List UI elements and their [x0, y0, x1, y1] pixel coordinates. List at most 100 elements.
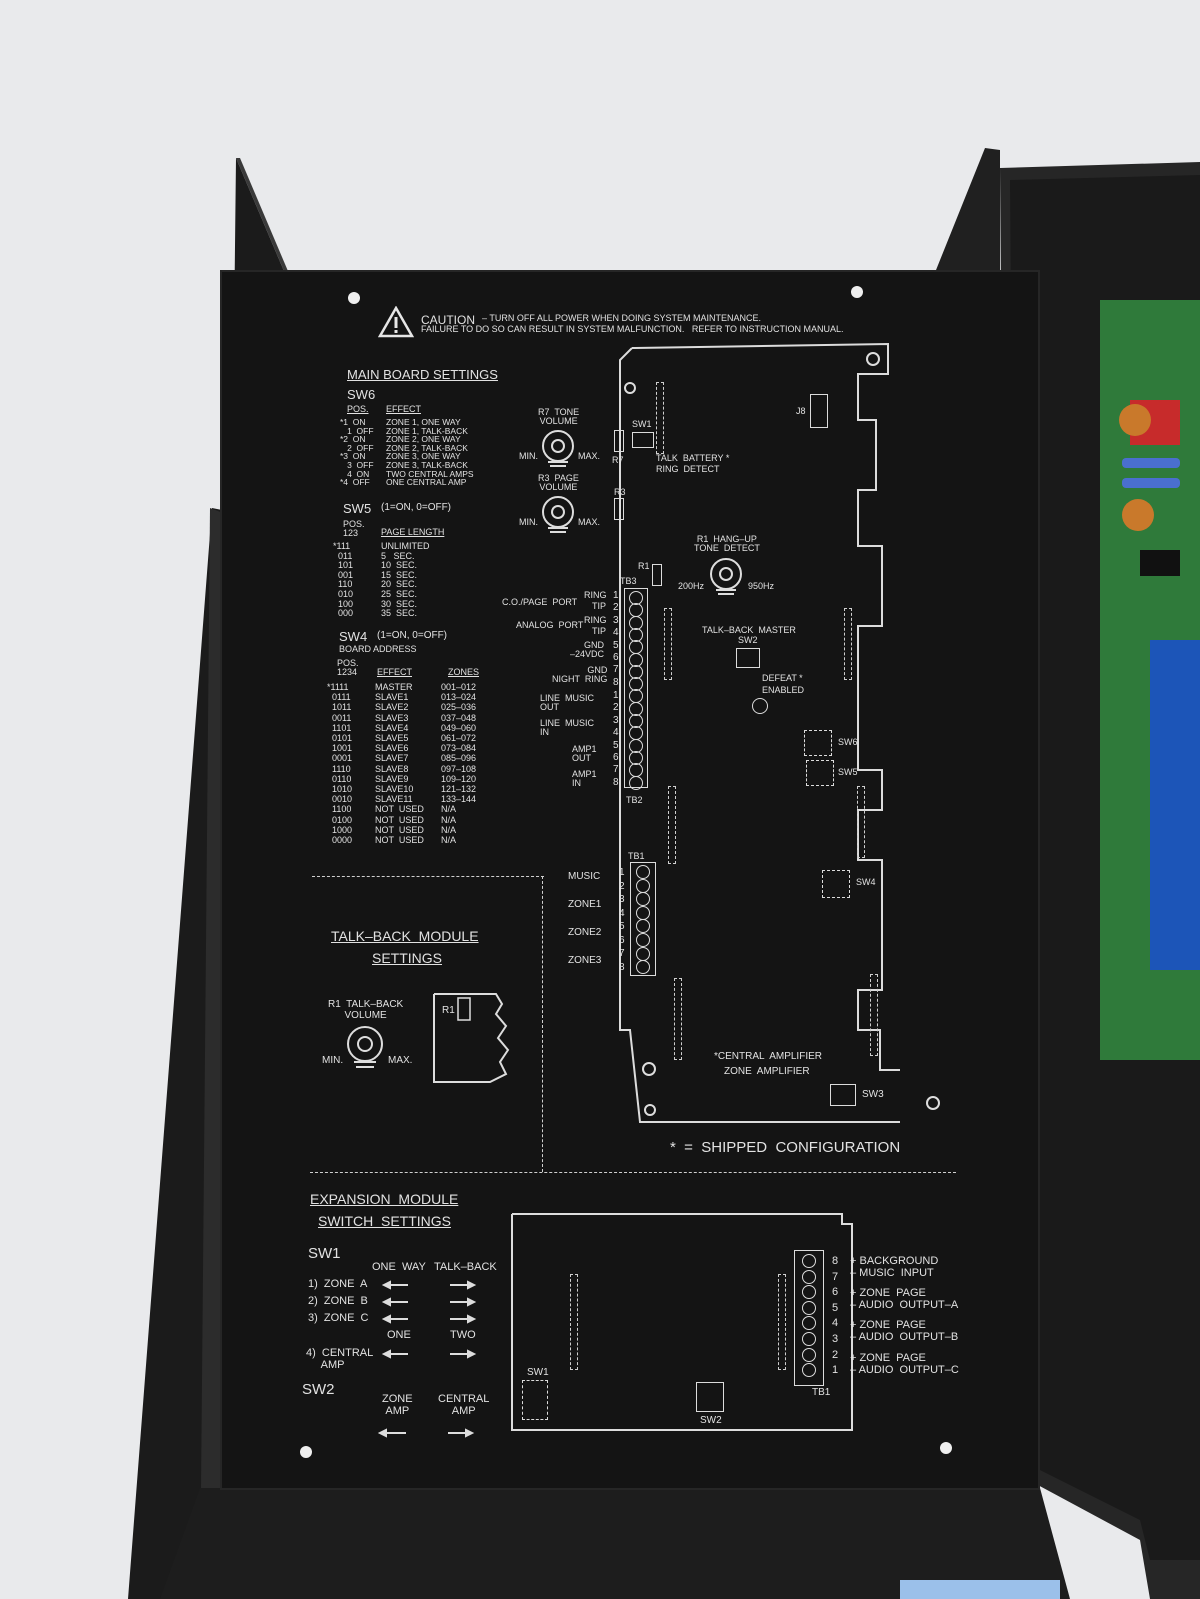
r3-label: R3 PAGE VOLUME: [538, 473, 579, 493]
j8-label: J8: [796, 406, 806, 416]
zone-amp-label: ZONE AMPLIFIER: [724, 1066, 810, 1077]
hz200-label: 200Hz: [678, 581, 705, 591]
talkback-module-outline: [433, 993, 510, 1083]
sw4-col-pos: POS. 1234: [337, 658, 359, 678]
ring-label-2: RING: [584, 615, 607, 625]
tip-label: TIP: [592, 601, 607, 611]
resistor-orange: [1119, 404, 1151, 436]
sw4-pos-list: *1111 0111 1011 0011 1101 0101 1001 0001…: [327, 682, 353, 846]
tb1-block: [630, 862, 656, 976]
board-mount-icon: [926, 1096, 940, 1110]
line-music-in-label: LINE MUSIC IN: [540, 718, 595, 738]
board-mount-icon: [866, 352, 880, 366]
sw5-note: (1=ON, 0=OFF): [381, 502, 452, 513]
sw6-pos-list: *1 ON 1 OFF *2 ON 2 OFF *3 ON 3 OFF 4 ON…: [340, 417, 374, 488]
ic-chip: [1140, 550, 1180, 576]
pin-header: [668, 786, 676, 864]
sw5-length-list: UNLIMITED 5 SEC. 10 SEC. 15 SEC. 20 SEC.…: [381, 541, 430, 619]
talkback-r1-box-label: R1: [442, 1005, 455, 1016]
sw5-col-length: PAGE LENGTH: [381, 527, 445, 537]
left-flange-edge: [236, 158, 296, 290]
sw5-label: SW5: [343, 501, 372, 516]
terminal-screw-icon: [802, 1269, 816, 1284]
zone-c-label: 3) ZONE C: [308, 1312, 369, 1324]
zone-b-label: 2) ZONE B: [308, 1295, 368, 1307]
central-amp-label-2: CENTRAL AMP: [438, 1393, 490, 1417]
talkback-potentiometer-icon: [347, 1026, 383, 1068]
expansion-title: EXPANSION MODULE: [310, 1191, 459, 1207]
r3-min: MIN.: [519, 517, 538, 527]
resistor-orange-2: [1122, 499, 1154, 531]
pin-header: [857, 786, 865, 858]
main-board-outline: [619, 342, 900, 1123]
sw5-dip: [806, 760, 834, 786]
terminal-screw-icon: [802, 1285, 816, 1300]
r3-resistor: [614, 498, 624, 520]
background-music-label: + BACKGROUND – MUSIC INPUT: [850, 1255, 939, 1279]
warning-icon: [378, 306, 414, 338]
terminal-screw-icon: [636, 878, 650, 893]
zone-page-b-label: + ZONE PAGE – AUDIO OUTPUT–B: [850, 1319, 959, 1343]
exp-tb1-block: [794, 1250, 824, 1386]
sw5-pos-list: *111 011 101 001 110 010 100 000: [333, 541, 354, 619]
exp-sw1-dip: [522, 1380, 548, 1420]
board-sw2-label: SW2: [738, 635, 758, 645]
main-board-title: MAIN BOARD SETTINGS: [347, 367, 498, 382]
zone-page-a-label: + ZONE PAGE – AUDIO OUTPUT–A: [850, 1287, 959, 1311]
tb2-label: TB2: [626, 795, 643, 805]
r3-short-label: R3: [614, 487, 626, 497]
talkback-master-label: TALK–BACK MASTER: [702, 625, 796, 635]
terminal-screw-icon: [636, 919, 650, 934]
caution-heading: CAUTION: [421, 313, 475, 327]
terminal-block-blue: [1150, 640, 1200, 970]
pin-header: [656, 382, 664, 454]
tb3-label: TB3: [620, 576, 637, 586]
two-label: TWO: [450, 1329, 476, 1341]
amp1-out-label: AMP1 OUT: [572, 744, 597, 764]
exp-sw2-label: SW2: [302, 1381, 335, 1398]
mounting-hole: [348, 292, 360, 304]
sw4-board-label: SW4: [856, 877, 876, 887]
board-mount-icon: [644, 1104, 656, 1116]
sw4-col-zones: ZONES: [448, 667, 480, 677]
pin-header: [664, 608, 672, 680]
one-label: ONE: [387, 1329, 411, 1341]
sw4-dip: [822, 870, 850, 898]
exp-board-sw1: SW1: [527, 1367, 549, 1378]
terminal-screw-icon: [802, 1300, 816, 1315]
board-sw1-label: SW1: [632, 419, 652, 429]
line-music-out-label: LINE MUSIC OUT: [540, 693, 595, 713]
talk-battery-label: TALK BATTERY *: [656, 453, 730, 463]
r3-max: MAX.: [578, 517, 601, 527]
divider: [542, 876, 543, 1172]
central-amp-label: *CENTRAL AMPLIFIER: [714, 1051, 822, 1062]
terminal-screw-icon: [636, 946, 650, 961]
sw6-effect-list: ZONE 1, ONE WAY ZONE 1, TALK-BACK ZONE 2…: [386, 417, 474, 488]
caution-line2: FAILURE TO DO SO CAN RESULT IN SYSTEM MA…: [421, 324, 844, 334]
pin-header: [870, 974, 878, 1056]
r7-resistor: [614, 430, 624, 452]
talkback-module-title2: SETTINGS: [372, 950, 443, 966]
talkback-r1-label: R1 TALK–BACK VOLUME: [328, 999, 404, 1021]
expansion-title2: SWITCH SETTINGS: [318, 1213, 451, 1229]
j8-connector: [810, 394, 828, 428]
amp1-in-label: AMP1 IN: [572, 769, 597, 789]
r7-short-label: R7: [612, 455, 624, 465]
pin-header: [570, 1274, 578, 1370]
divider: [310, 1172, 956, 1173]
tb1-numbers: 1 2 3 4 5 6 7 8: [619, 867, 625, 973]
r3-potentiometer-icon: [542, 496, 574, 533]
terminal-screw-icon: [636, 905, 650, 920]
tb1-label: TB1: [628, 851, 645, 861]
terminal-screw-icon: [802, 1316, 816, 1331]
r1-potentiometer-icon: [710, 558, 742, 595]
caution-line1: – TURN OFF ALL POWER WHEN DOING SYSTEM M…: [482, 313, 762, 323]
terminal-screw-icon: [629, 775, 643, 790]
one-way-label: ONE WAY: [372, 1261, 426, 1273]
sw6-dip: [804, 730, 832, 756]
r7-min: MIN.: [519, 451, 538, 461]
sw2-switch: [736, 648, 760, 668]
mounting-hole: [851, 286, 863, 298]
arrow-icons: [377, 1280, 477, 1438]
r7-potentiometer-icon: [542, 430, 574, 467]
